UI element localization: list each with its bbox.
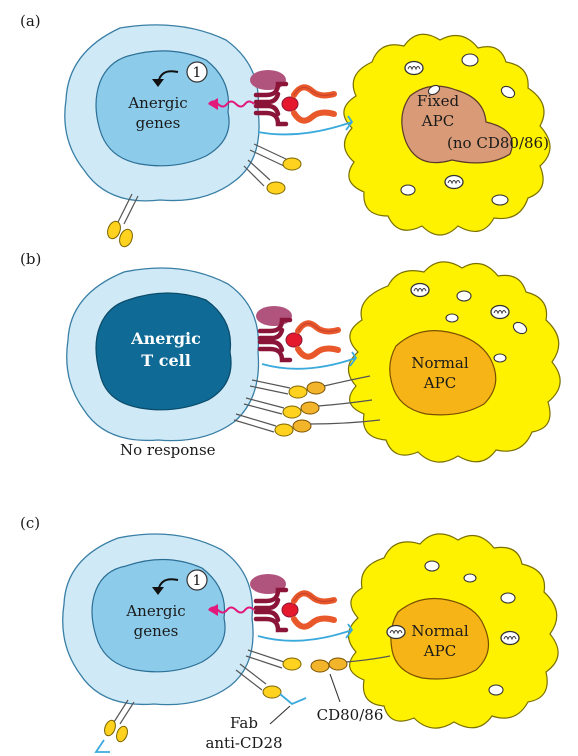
- vesicle: [491, 194, 509, 206]
- step-1-circle-a: [186, 61, 208, 83]
- cd28-a-1: [249, 143, 302, 171]
- cd28-c-3: [94, 699, 135, 753]
- tcr-mhc-complex-c: [256, 590, 334, 630]
- panel-a-label: (a): [20, 12, 41, 30]
- vesicle: [424, 560, 440, 572]
- mitochondrion: [444, 174, 464, 190]
- t-cell-label-a-1: Anergic: [127, 94, 187, 112]
- vesicle: [488, 684, 504, 696]
- apc-label-a-2: APC: [421, 112, 454, 130]
- vesicle: [463, 573, 477, 583]
- cd28-a-3: [107, 193, 139, 248]
- apc-nucleus-normal-b: [389, 330, 497, 416]
- t-cell-label-b-1: Anergic: [130, 329, 201, 348]
- mitochondrion: [490, 304, 510, 320]
- mitochondrion: [500, 630, 520, 646]
- apc-label-b-2: APC: [423, 374, 456, 392]
- vesicle: [461, 53, 479, 67]
- cd28-line-a: [257, 121, 353, 136]
- no-response-caption: No response: [120, 441, 216, 459]
- cd28-line-b: [261, 357, 357, 370]
- cd28-c-1: [245, 649, 302, 671]
- cd28-line-c: [257, 629, 353, 642]
- cd28-cd80-pair-b-3: [233, 413, 381, 437]
- t-cell-label-c-2: genes: [134, 622, 179, 640]
- vesicle: [445, 313, 459, 323]
- step-1-circle-c: [186, 569, 208, 591]
- tcr-mhc-complex-a: [256, 84, 334, 124]
- t-cell-label-b-2: T cell: [141, 351, 191, 370]
- step-1-label-c: 1: [193, 573, 202, 589]
- tcr-mhc-complex-b: [260, 320, 338, 360]
- cd28-c-2: [235, 663, 282, 699]
- panel-b: (b) Normal APC Anergic T cell: [20, 250, 561, 463]
- anergic-nucleus-b: [95, 292, 232, 411]
- cd4-coreceptor-b: [256, 306, 292, 326]
- vesicle: [500, 85, 516, 99]
- cd4-coreceptor-a: [250, 70, 286, 90]
- panel-a: (a) Fixed APC (no CD80/86) Anergic genes…: [20, 12, 551, 248]
- step-1-label-a: 1: [193, 65, 202, 81]
- fab-label-2: anti-CD28: [205, 734, 282, 752]
- vesicle: [427, 84, 441, 96]
- cd80-86-label: CD80/86: [317, 706, 384, 724]
- cd28-cd80-pair-b-1: [249, 375, 371, 399]
- apc-label-c-2: APC: [423, 642, 456, 660]
- fab-anti-cd28: [279, 693, 307, 706]
- vesicle: [456, 290, 472, 302]
- panel-c: (c) Normal APC Anergic genes 1: [20, 514, 559, 753]
- cd28-a-2: [243, 159, 286, 195]
- cd28-cd80-pair-b-2: [243, 397, 373, 419]
- vesicle: [512, 321, 528, 335]
- mitochondrion: [386, 624, 406, 640]
- t-cell-label-c-1: Anergic: [125, 602, 185, 620]
- apc-nucleus-normal-c: [390, 597, 490, 680]
- apc-label-a-3: (no CD80/86): [447, 134, 549, 152]
- panel-c-label: (c): [20, 514, 40, 532]
- vesicle: [493, 353, 507, 363]
- panel-b-label: (b): [20, 250, 41, 268]
- t-cell-label-a-2: genes: [136, 114, 181, 132]
- apc-label-a-1: Fixed: [417, 92, 460, 110]
- cd80-86-molecule: [310, 655, 391, 673]
- mitochondrion: [410, 282, 430, 298]
- apc-nucleus-fixed: [401, 85, 513, 164]
- apc-label-b-1: Normal: [411, 354, 468, 372]
- vesicle: [400, 184, 416, 196]
- apc-label-c-1: Normal: [411, 622, 468, 640]
- mitochondrion: [404, 60, 424, 76]
- vesicle: [500, 592, 516, 604]
- fab-label-1: Fab: [230, 714, 258, 732]
